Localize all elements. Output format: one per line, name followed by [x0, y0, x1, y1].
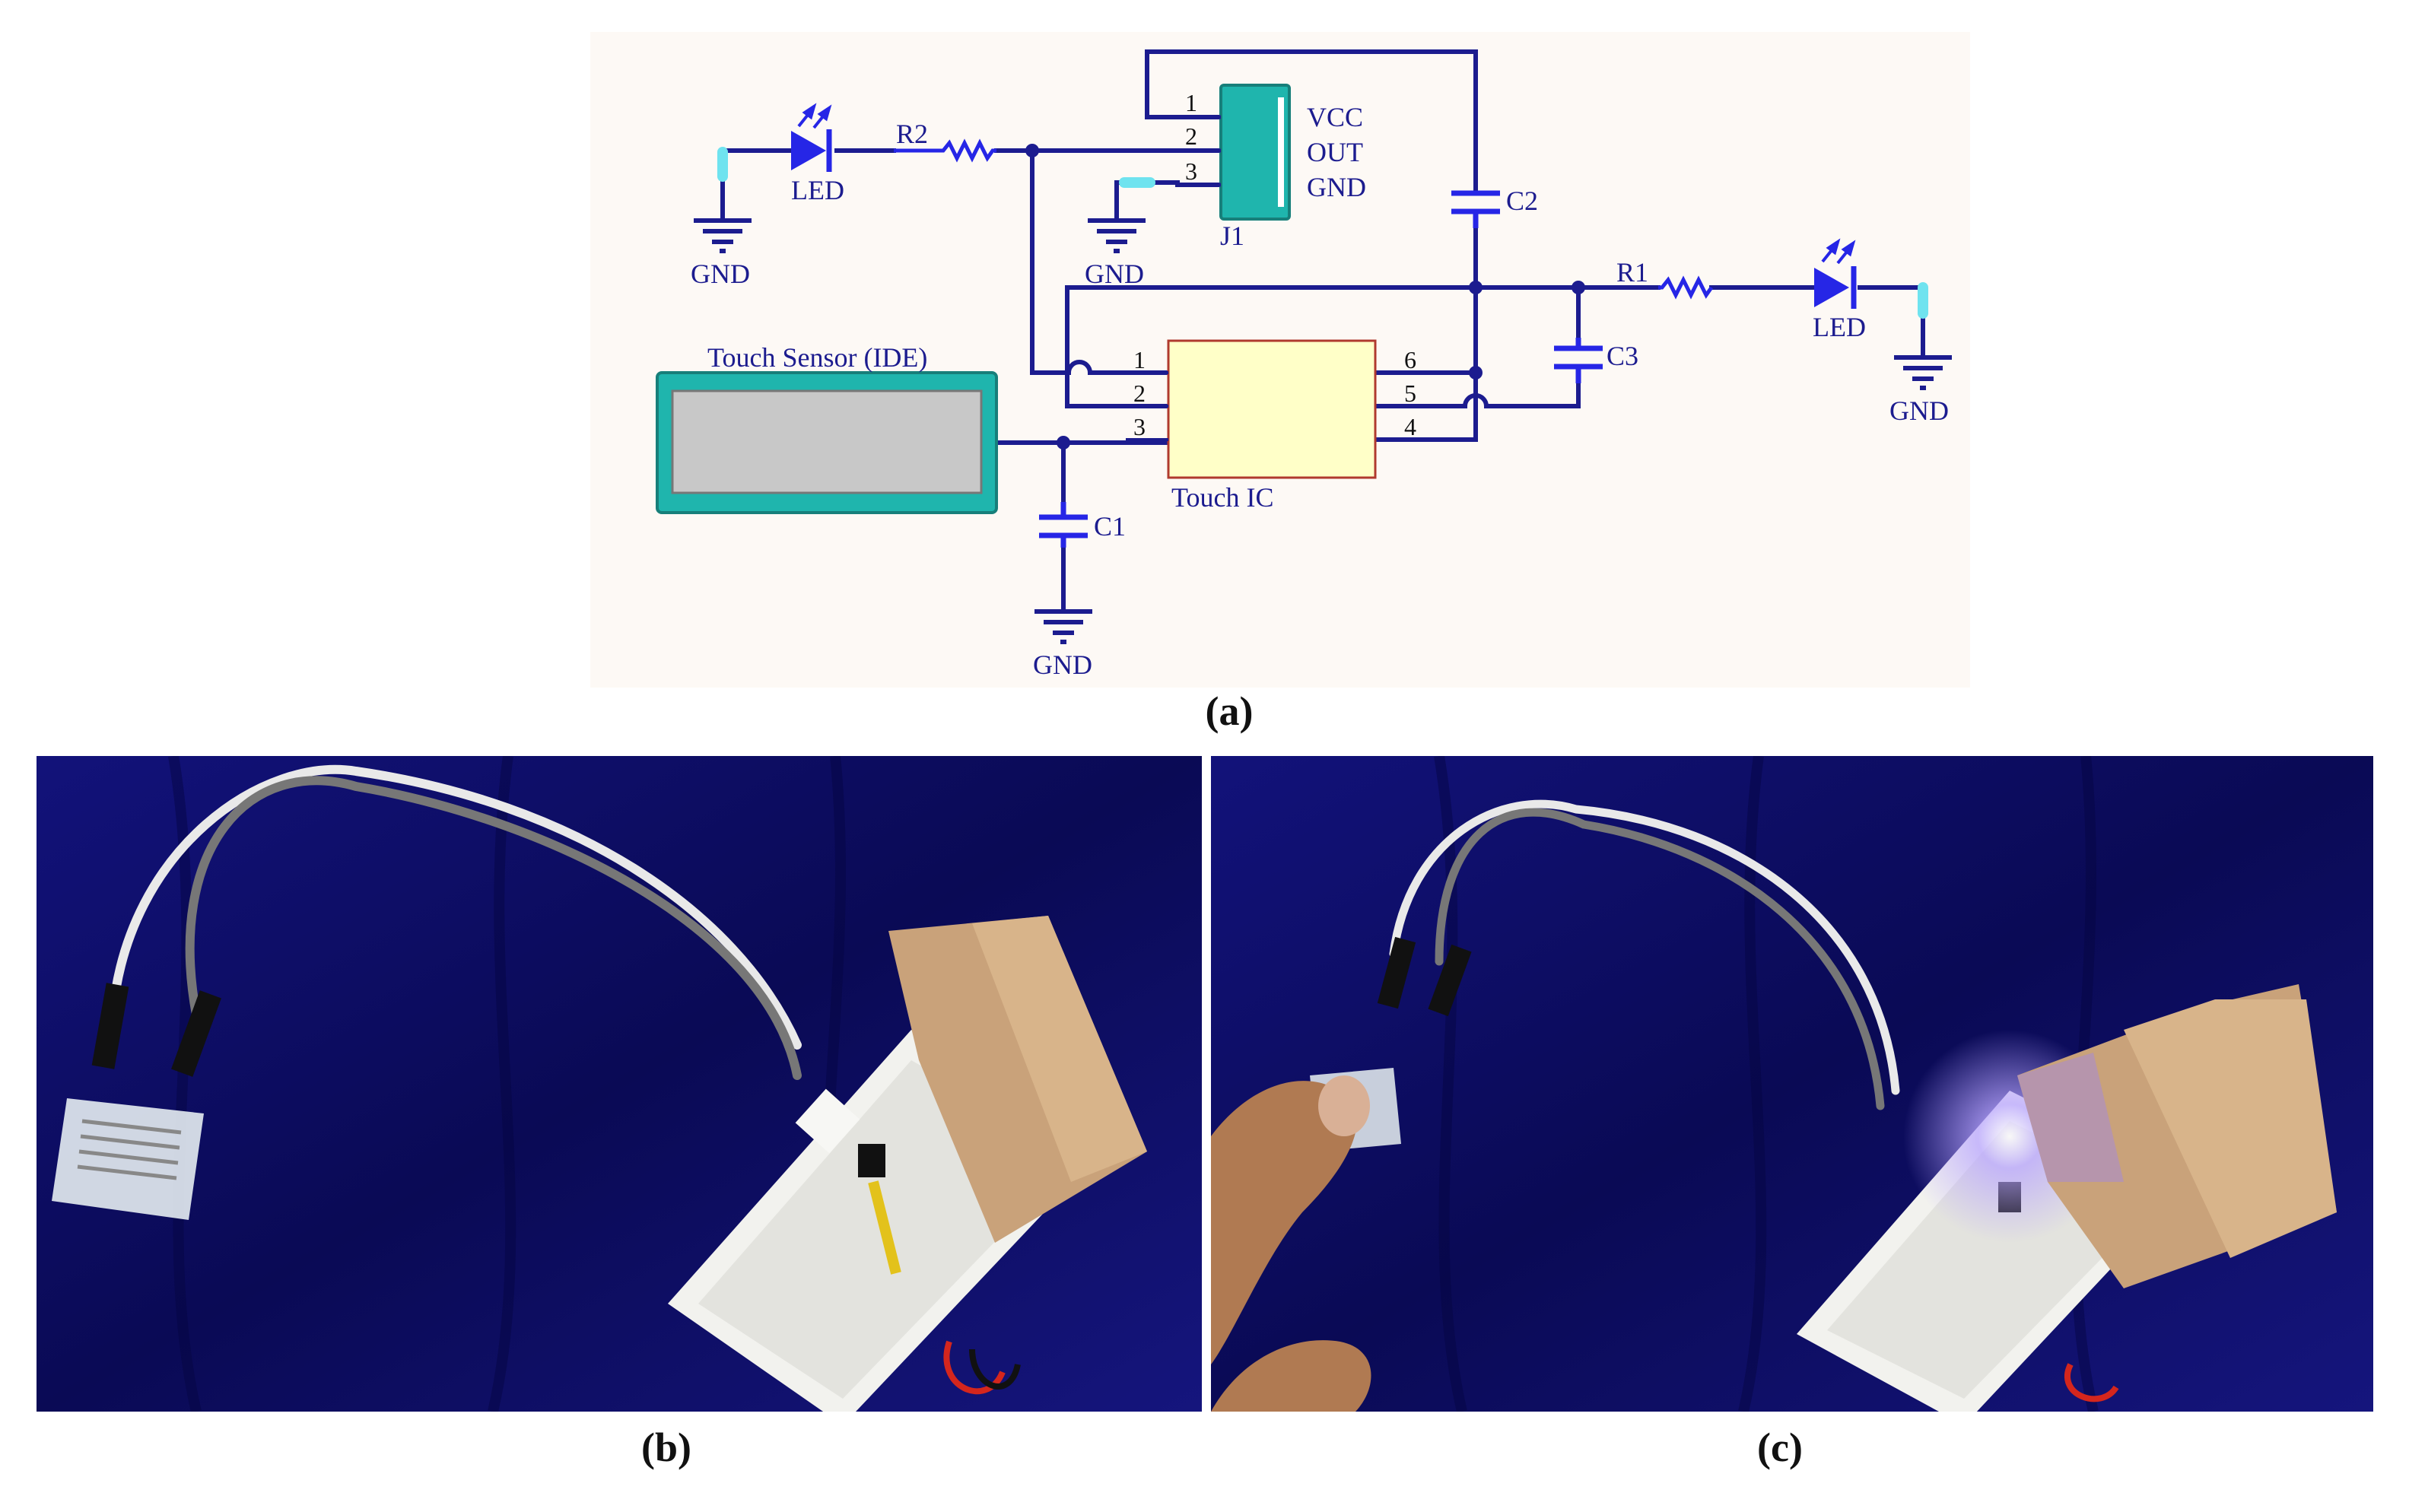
j1-pin-1: 1 — [1185, 89, 1197, 116]
ic-pin-1: 1 — [1133, 346, 1146, 373]
junction-r2-node — [1025, 144, 1039, 157]
sensor-wires — [91, 764, 802, 1080]
photo-b — [37, 756, 1202, 1412]
label-out: OUT — [1307, 137, 1363, 167]
label-gnd-j1: GND — [1085, 259, 1144, 289]
connector-j1 — [1187, 84, 1291, 221]
capacitor-c2 — [1451, 190, 1500, 228]
led-right — [1814, 238, 1857, 309]
capacitor-c3 — [1554, 338, 1603, 383]
wire-j1-pin1-loop — [1145, 49, 1478, 194]
finger-photo — [1211, 1075, 1371, 1412]
caption-b: (b) — [641, 1425, 691, 1470]
junction-pin6 — [1469, 366, 1483, 380]
label-touch-ic: Touch IC — [1171, 482, 1273, 513]
label-gnd-pin: GND — [1307, 172, 1366, 202]
j1-pin-3: 3 — [1185, 157, 1197, 185]
wire-ic-pin2-to-bus — [1065, 285, 1581, 408]
battery-pack-photo — [888, 916, 1147, 1243]
caption-c: (c) — [1757, 1425, 1803, 1470]
photo-c — [1211, 756, 2373, 1412]
capacitor-c1 — [1039, 502, 1088, 548]
ic-pin-6: 6 — [1404, 346, 1416, 373]
ground-symbol-j1 — [1088, 218, 1146, 253]
label-r1: R1 — [1616, 257, 1648, 287]
battery-pack-photo — [2017, 984, 2337, 1288]
resistor-r1 — [1658, 275, 1714, 300]
ic-pin-4: 4 — [1404, 413, 1416, 440]
led-left — [791, 103, 832, 172]
label-gnd-left: GND — [691, 259, 750, 289]
ic-pin-5: 5 — [1404, 380, 1416, 407]
ic-pin-2: 2 — [1133, 380, 1146, 407]
resistor-r2 — [894, 138, 996, 163]
touch-sensor-photo — [52, 1098, 204, 1220]
label-gnd-c1: GND — [1033, 650, 1092, 680]
wire-c2-to-bus — [1373, 226, 1478, 442]
junction-c1-node — [1057, 436, 1070, 449]
label-j1: J1 — [1220, 221, 1244, 251]
wire-ic-pin5 — [1373, 381, 1581, 408]
junction-bus-c3 — [1572, 281, 1585, 294]
label-c3: C3 — [1607, 341, 1638, 371]
touch-sensor-pad — [656, 371, 998, 514]
label-r2: R2 — [896, 119, 928, 149]
label-touch-sensor: Touch Sensor (IDE) — [707, 342, 927, 373]
label-led-left: LED — [791, 175, 844, 205]
label-c2: C2 — [1506, 186, 1538, 216]
touch-ic — [1167, 339, 1377, 479]
sensor-wires — [1377, 799, 1900, 1110]
j1-pin-2: 2 — [1185, 122, 1197, 150]
label-led-right: LED — [1813, 312, 1866, 342]
label-vcc: VCC — [1307, 102, 1363, 132]
label-c1: C1 — [1094, 511, 1126, 542]
ic-pin-3: 3 — [1133, 413, 1146, 440]
ground-symbol-c1 — [1034, 609, 1092, 644]
label-gnd-right: GND — [1889, 395, 1949, 426]
ground-symbol-right — [1894, 346, 1952, 390]
caption-a: (a) — [1205, 688, 1254, 734]
junction-bus-c2 — [1469, 281, 1483, 294]
ground-symbol-left — [694, 209, 752, 253]
